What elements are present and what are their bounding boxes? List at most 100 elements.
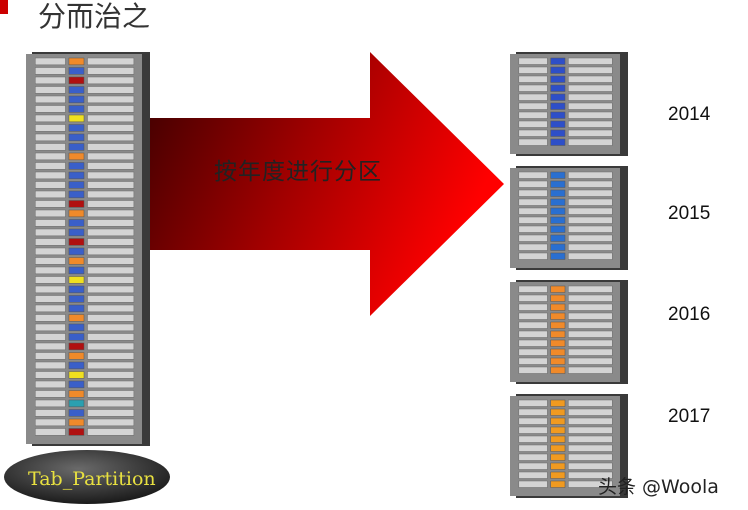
rack-row-right: [568, 66, 613, 74]
rack-row-right: [87, 238, 135, 246]
rack-row-left: [35, 76, 66, 85]
rack-row-left: [35, 247, 66, 256]
rack-row-right: [87, 67, 135, 75]
rack-slot: [68, 333, 85, 341]
rack-row-left: [35, 352, 66, 360]
rack-slot: [68, 428, 85, 436]
table-name-ellipse: [2, 448, 172, 506]
rack-row-right: [87, 181, 135, 189]
rack-row-right: [568, 480, 613, 488]
rack-row-left: [35, 323, 66, 332]
rack-row-right: [87, 399, 135, 408]
rack-row-left: [518, 330, 548, 338]
rack-row-left: [35, 361, 66, 370]
rack-row-left: [518, 207, 548, 215]
rack-slot: [550, 294, 566, 302]
rack-slot: [68, 95, 85, 104]
rack-row-right: [568, 435, 613, 443]
rack-row-left: [35, 238, 66, 246]
rack-slot: [68, 152, 85, 161]
rack-slot: [68, 133, 85, 142]
rack-row-right: [87, 171, 135, 180]
rack-slot: [68, 114, 85, 123]
rack-row-right: [87, 323, 135, 332]
rack-slot: [68, 67, 85, 75]
rack-row-right: [568, 198, 613, 206]
rack-row-right: [87, 86, 135, 94]
rack-row-left: [518, 426, 548, 434]
rack-row-right: [568, 234, 613, 242]
rack-row-left: [35, 342, 66, 351]
rack-slot: [550, 303, 566, 311]
partition-rack-2014: [510, 52, 628, 156]
rack-row-right: [568, 399, 613, 407]
partition-rack-2015: [510, 166, 628, 270]
rack-row-right: [568, 120, 613, 128]
partition-rack-2017: [510, 394, 628, 498]
rack-slot: [550, 453, 566, 461]
rack-slot: [550, 120, 566, 128]
rack-slot: [68, 228, 85, 237]
rack-slot: [550, 243, 566, 251]
rack-row-right: [87, 314, 135, 322]
rack-row-left: [518, 66, 548, 74]
rack-row-left: [35, 314, 66, 322]
rack-row-left: [518, 357, 548, 365]
rack-row-right: [568, 57, 613, 65]
rack-row-left: [518, 417, 548, 425]
rack-row-right: [87, 209, 135, 218]
rack-row-right: [568, 312, 613, 320]
rack-slot: [550, 366, 566, 374]
rack-row-left: [35, 200, 66, 208]
rack-row-right: [568, 216, 613, 224]
rack-row-left: [35, 57, 66, 66]
rack-row-right: [87, 428, 135, 436]
rack-row-left: [518, 444, 548, 452]
rack-row-right: [568, 294, 613, 302]
rack-slot: [68, 162, 85, 170]
rack-row-right: [568, 252, 613, 260]
rack-row-right: [568, 408, 613, 416]
rack-row-right: [87, 257, 135, 265]
rack-row-left: [518, 435, 548, 443]
rack-slot: [68, 342, 85, 351]
rack-slot: [68, 304, 85, 313]
rack-row-left: [518, 234, 548, 242]
year-label-2014: 2014: [668, 104, 711, 125]
rack-row-right: [87, 247, 135, 256]
rack-row-left: [518, 303, 548, 311]
rack-row-left: [518, 339, 548, 347]
rack-slot: [550, 408, 566, 416]
rack-slot: [68, 190, 85, 199]
rack-row-right: [568, 471, 613, 479]
rack-slot: [550, 471, 566, 479]
rack-row-left: [518, 138, 548, 146]
rack-row-left: [35, 209, 66, 218]
rack-row-left: [518, 189, 548, 197]
rack-slot: [68, 276, 85, 284]
rack-row-right: [87, 361, 135, 370]
rack-row-left: [518, 129, 548, 137]
rack-row-left: [35, 190, 66, 199]
rack-row-right: [568, 189, 613, 197]
rack-slot: [68, 361, 85, 370]
rack-row-right: [568, 321, 613, 329]
rack-row-left: [518, 243, 548, 251]
rack-row-left: [518, 93, 548, 101]
rack-slot: [550, 57, 566, 65]
rack-slot: [550, 357, 566, 365]
rack-row-right: [87, 133, 135, 142]
rack-row-left: [35, 399, 66, 408]
rack-row-right: [568, 225, 613, 233]
rack-row-right: [568, 93, 613, 101]
rack-row-right: [568, 102, 613, 110]
rack-row-left: [35, 333, 66, 341]
rack-slot: [68, 314, 85, 322]
rack-row-right: [568, 357, 613, 365]
rack-slot: [550, 198, 566, 206]
rack-row-right: [87, 380, 135, 389]
rack-slot: [68, 285, 85, 294]
rack-row-right: [87, 342, 135, 351]
rack-row-left: [518, 180, 548, 188]
rack-row-right: [87, 124, 135, 132]
